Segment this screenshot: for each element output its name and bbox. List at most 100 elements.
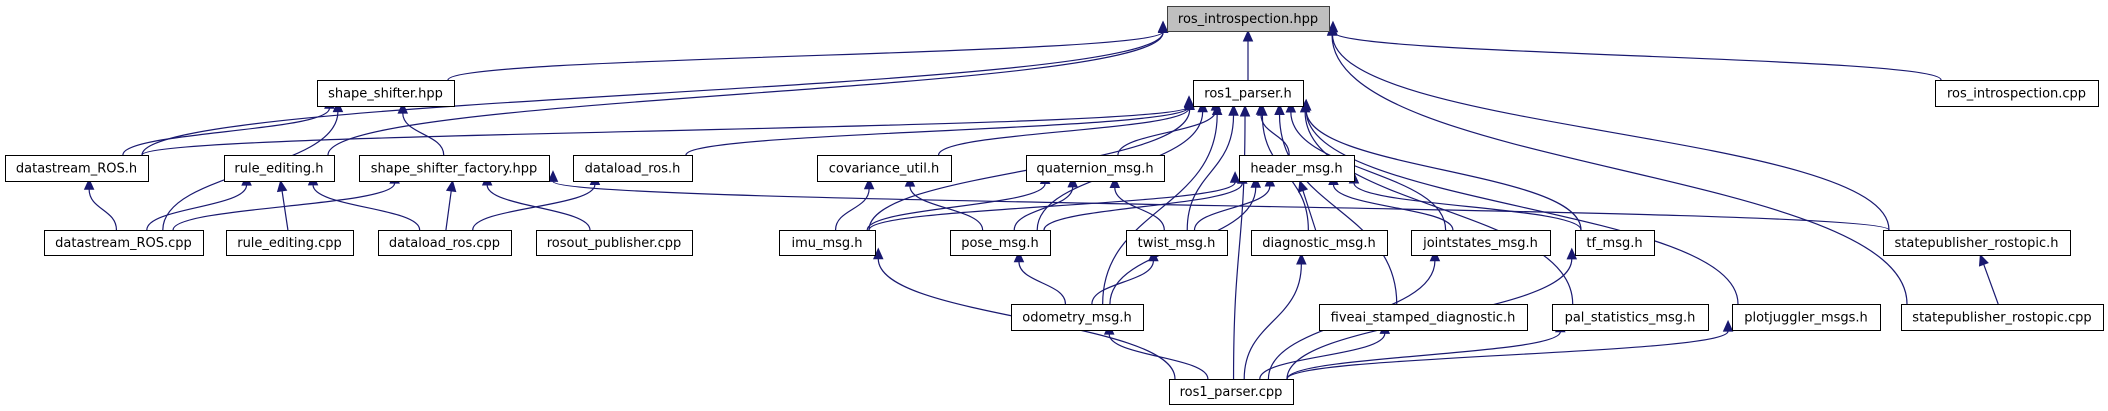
arrowhead-icon (1239, 104, 1251, 117)
node-ros-introspection-hpp[interactable]: ros_introspection.hpp (1167, 6, 1330, 32)
edge-pose-msg-h-to-quaternion-msg-h (1013, 175, 1078, 231)
node-statepublisher-rostopic-cpp[interactable]: statepublisher_rostopic.cpp (1901, 304, 2104, 331)
node-label: header_msg.h (1250, 162, 1342, 177)
node-header-msg-h[interactable]: header_msg.h (1239, 155, 1355, 182)
arrowhead-icon (1298, 179, 1309, 193)
edge-line (327, 32, 1164, 156)
edge-ros1-parser-cpp-to-fiveai-stamped-diagnostic-h (1259, 322, 1391, 380)
node-box[interactable] (1319, 304, 1528, 331)
edge-line (141, 105, 1190, 156)
node-box[interactable] (1126, 230, 1228, 256)
edge-line (1186, 115, 1235, 231)
node-label: shape_shifter.hpp (328, 87, 443, 102)
node-box[interactable] (1169, 379, 1294, 405)
node-rule-editing-cpp[interactable]: rule_editing.cpp (226, 230, 354, 256)
node-box[interactable] (817, 155, 952, 182)
arrowhead-icon (445, 179, 457, 193)
arrowhead-icon (83, 178, 95, 190)
node-odometry-msg-h[interactable]: odometry_msg.h (1011, 304, 1144, 331)
node-twist-msg-h[interactable]: twist_msg.h (1126, 230, 1228, 256)
arrowhead-icon (1157, 21, 1169, 33)
node-box[interactable] (950, 230, 1051, 256)
node-box[interactable] (1411, 230, 1551, 256)
node-dataload-ros-cpp[interactable]: dataload_ros.cpp (378, 230, 512, 256)
node-box[interactable] (44, 230, 204, 256)
node-box[interactable] (1251, 230, 1388, 256)
edge-line (1983, 264, 1999, 305)
edge-ros1-parser-cpp-to-diagnostic-msg-h (1243, 252, 1307, 380)
node-fiveai-stamped-diagnostic-h[interactable]: fiveai_stamped_diagnostic.h (1319, 304, 1528, 331)
node-label: ros1_parser.h (1204, 87, 1291, 102)
node-label: statepublisher_rostopic.cpp (1912, 311, 2091, 326)
node-rule-editing-h[interactable]: rule_editing.h (224, 155, 335, 182)
node-box[interactable] (1239, 155, 1355, 182)
edge-odometry-msg-h-to-twist-msg-h (1091, 249, 1159, 305)
edge-line (312, 184, 421, 231)
node-box[interactable] (1732, 304, 1881, 331)
node-box[interactable] (573, 155, 693, 182)
node-ros1-parser-cpp[interactable]: ros1_parser.cpp (1169, 379, 1294, 405)
edge-line (1043, 183, 1243, 231)
node-box[interactable] (1193, 80, 1304, 107)
node-box[interactable] (1011, 304, 1144, 331)
arrowhead-icon (863, 177, 875, 190)
arrowhead-icon (1978, 253, 1989, 267)
node-shape-shifter-hpp[interactable]: shape_shifter.hpp (317, 80, 455, 107)
node-pal-statistics-msg-h[interactable]: pal_statistics_msg.h (1552, 304, 1709, 331)
edge-twist-msg-h-to-quaternion-msg-h (1109, 176, 1165, 231)
edge-line (868, 182, 1236, 231)
node-box[interactable] (1167, 6, 1330, 32)
node-box[interactable] (359, 155, 550, 182)
arrowhead-icon (547, 170, 559, 182)
node-ros-introspection-cpp[interactable]: ros_introspection.cpp (1935, 80, 2099, 107)
node-box[interactable] (378, 230, 512, 256)
node-box[interactable] (317, 80, 455, 107)
edge-line (1018, 261, 1067, 305)
node-label: datastream_ROS.h (16, 162, 137, 177)
edge-datastream-ros-cpp-to-datastream-ros-h (83, 178, 118, 231)
node-box[interactable] (1575, 230, 1655, 256)
edge-line (834, 188, 870, 231)
node-rosout-publisher-cpp[interactable]: rosout_publisher.cpp (536, 230, 693, 256)
node-shape-shifter-factory-hpp[interactable]: shape_shifter_factory.hpp (359, 155, 550, 182)
node-pose-msg-h[interactable]: pose_msg.h (950, 230, 1051, 256)
node-tf-msg-h[interactable]: tf_msg.h (1575, 230, 1655, 256)
node-box[interactable] (536, 230, 693, 256)
node-label: pal_statistics_msg.h (1565, 311, 1696, 326)
node-label: tf_msg.h (1586, 236, 1642, 251)
node-dataload-ros-h[interactable]: dataload_ros.h (573, 155, 693, 182)
node-label: jointstates_msg.h (1422, 236, 1538, 251)
node-box[interactable] (1552, 304, 1709, 331)
edge-line (1331, 34, 1890, 231)
edge-line (1108, 333, 1209, 380)
node-box[interactable] (224, 155, 335, 182)
node-ros1-parser-h[interactable]: ros1_parser.h (1193, 80, 1304, 107)
edge-line (1331, 35, 1908, 305)
node-quaternion-msg-h[interactable]: quaternion_msg.h (1026, 155, 1165, 182)
edge-line (1305, 110, 1739, 305)
node-box[interactable] (1026, 155, 1165, 182)
node-box[interactable] (779, 230, 876, 256)
edge-line (1278, 114, 1398, 305)
edge-tf-msg-h-to-header-msg-h (1348, 171, 1582, 231)
node-datastream-ros-h[interactable]: datastream_ROS.h (5, 155, 149, 182)
edge-pose-msg-h-to-covariance-util-h (904, 174, 984, 231)
edge-twist-msg-h-to-ros1-parser-h (1186, 104, 1239, 231)
node-plotjuggler-msgs-h[interactable]: plotjuggler_msgs.h (1732, 304, 1881, 331)
node-covariance-util-h[interactable]: covariance_util.h (817, 155, 952, 182)
node-label: odometry_msg.h (1022, 311, 1132, 326)
arrowhead-icon (1228, 104, 1239, 116)
edge-line (1332, 184, 1454, 231)
node-box[interactable] (1883, 230, 2071, 256)
node-box[interactable] (1935, 80, 2099, 107)
node-statepublisher-rostopic-h[interactable]: statepublisher_rostopic.h (1883, 230, 2071, 256)
node-jointstates-msg-h[interactable]: jointstates_msg.h (1411, 230, 1551, 256)
node-diagnostic-msg-h[interactable]: diagnostic_msg.h (1251, 230, 1388, 256)
node-box[interactable] (5, 155, 149, 182)
node-box[interactable] (1901, 304, 2104, 331)
node-datastream-ros-cpp[interactable]: datastream_ROS.cpp (44, 230, 204, 256)
node-box[interactable] (226, 230, 354, 256)
node-imu-msg-h[interactable]: imu_msg.h (779, 230, 876, 256)
node-label: imu_msg.h (791, 236, 862, 251)
